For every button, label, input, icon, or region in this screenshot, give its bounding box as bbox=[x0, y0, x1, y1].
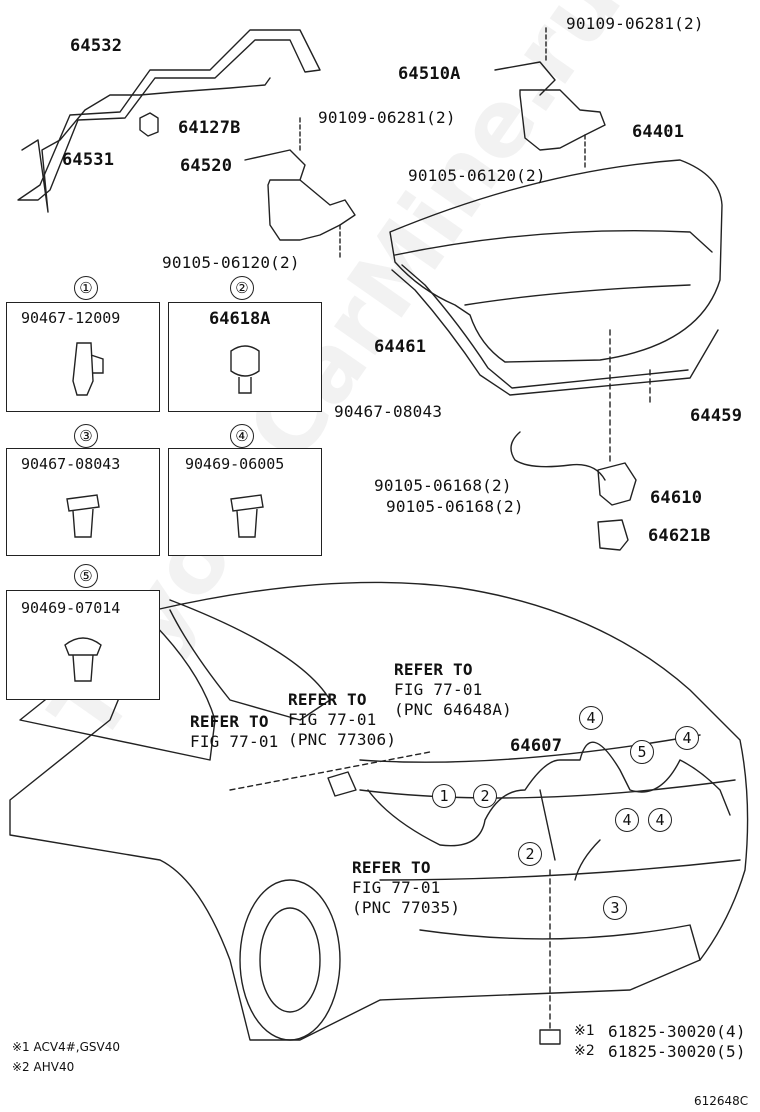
part-label-61825-30020-b[interactable]: 61825-30020(5) bbox=[608, 1042, 746, 1061]
refer-4-line2[interactable]: FIG 77-01 bbox=[352, 878, 441, 897]
detail-part-90467-12009[interactable]: 90467-12009 bbox=[21, 309, 121, 327]
clip-icon bbox=[230, 345, 260, 394]
car-rear-window bbox=[169, 599, 331, 721]
part-label-64127b[interactable]: 64127B bbox=[178, 118, 241, 138]
part-label-90109-06281-mid[interactable]: 90109-06281(2) bbox=[318, 108, 456, 127]
clip-marker-4[interactable]: 4 bbox=[675, 726, 699, 750]
weatherstrip-64461 bbox=[391, 264, 719, 396]
wire-grommet bbox=[539, 1029, 561, 1045]
trunk-lid-64401 bbox=[389, 159, 723, 363]
figure-id: 612648C bbox=[694, 1094, 749, 1108]
part-label-90105-06168-a[interactable]: 90105-06168(2) bbox=[374, 476, 512, 495]
detail-box-3: 90467-08043 bbox=[6, 448, 160, 556]
part-label-64531[interactable]: 64531 bbox=[62, 150, 115, 170]
part-label-64610[interactable]: 64610 bbox=[650, 488, 703, 508]
rod-64532 bbox=[17, 29, 321, 201]
part-label-90105-06168-b[interactable]: 90105-06168(2) bbox=[386, 497, 524, 516]
refer-1-line2[interactable]: FIG 77-01 bbox=[394, 680, 483, 699]
detail-number-2: ② bbox=[230, 276, 254, 300]
clip-marker-2[interactable]: 2 bbox=[473, 784, 497, 808]
part-label-90105-06120-left[interactable]: 90105-06120(2) bbox=[162, 253, 300, 272]
detail-box-1: 90467-12009 bbox=[6, 302, 160, 412]
car-wheel-inner bbox=[259, 907, 321, 1013]
detail-part-90469-07014[interactable]: 90469-07014 bbox=[21, 599, 121, 617]
lock-cable bbox=[510, 431, 606, 481]
wire-harness-64607 bbox=[367, 741, 731, 847]
hinge-64510a bbox=[494, 61, 606, 151]
part-label-64461[interactable]: 64461 bbox=[374, 337, 427, 357]
clip-icon bbox=[66, 494, 100, 538]
detail-part-90469-06005[interactable]: 90469-06005 bbox=[185, 455, 285, 473]
part-label-64607[interactable]: 64607 bbox=[510, 736, 563, 756]
trunk-lid-inner bbox=[394, 229, 713, 306]
mark-1: ※1 bbox=[574, 1023, 596, 1039]
striker-64621b bbox=[597, 519, 629, 551]
detail-box-4: 90469-06005 bbox=[168, 448, 322, 556]
part-label-64401[interactable]: 64401 bbox=[632, 122, 685, 142]
part-label-64459[interactable]: 64459 bbox=[690, 406, 743, 426]
detail-box-5: 90469-07014 bbox=[6, 590, 160, 700]
part-label-64532[interactable]: 64532 bbox=[70, 36, 123, 56]
refer-4-line1[interactable]: REFER TO bbox=[352, 858, 431, 877]
car-bumper bbox=[419, 924, 701, 961]
detail-part-90467-08043[interactable]: 90467-08043 bbox=[21, 455, 121, 473]
clip-icon bbox=[230, 494, 264, 538]
refer-2-line1[interactable]: REFER TO bbox=[288, 690, 367, 709]
clip-marker-5[interactable]: 5 bbox=[630, 740, 654, 764]
refer-2-line2[interactable]: FIG 77-01 bbox=[288, 710, 377, 729]
clip-marker-1[interactable]: 1 bbox=[432, 784, 456, 808]
clip-icon bbox=[72, 342, 104, 396]
clip-marker-2[interactable]: 2 bbox=[518, 842, 542, 866]
detail-number-5: ⑤ bbox=[74, 564, 98, 588]
clip-marker-3[interactable]: 3 bbox=[603, 896, 627, 920]
car-body-outline bbox=[9, 581, 749, 1041]
wire-branch bbox=[539, 789, 601, 881]
part-label-64520[interactable]: 64520 bbox=[180, 156, 233, 176]
refer-1-line1[interactable]: REFER TO bbox=[394, 660, 473, 679]
detail-number-1: ① bbox=[74, 276, 98, 300]
refer-3-line1[interactable]: REFER TO bbox=[190, 712, 269, 731]
detail-box-2: 64618A bbox=[168, 302, 322, 412]
refer-2-line3[interactable]: (PNC 77306) bbox=[288, 730, 397, 749]
rod-64531 bbox=[21, 77, 271, 213]
connector bbox=[327, 771, 357, 797]
part-label-90467-08043[interactable]: 90467-08043 bbox=[334, 402, 443, 421]
clip-marker-4[interactable]: 4 bbox=[615, 808, 639, 832]
lock-64610 bbox=[597, 462, 637, 506]
part-label-61825-30020-a[interactable]: 61825-30020(4) bbox=[608, 1022, 746, 1041]
part-label-90109-06281-top[interactable]: 90109-06281(2) bbox=[566, 14, 704, 33]
car-wheel bbox=[239, 879, 341, 1041]
clip-marker-4[interactable]: 4 bbox=[648, 808, 672, 832]
leader bbox=[229, 751, 431, 791]
clip-64127b bbox=[139, 112, 159, 137]
detail-number-4: ④ bbox=[230, 424, 254, 448]
model-note-2: ※2 AHV40 bbox=[12, 1060, 75, 1074]
clip-marker-4[interactable]: 4 bbox=[579, 706, 603, 730]
part-label-90105-06120-right[interactable]: 90105-06120(2) bbox=[408, 166, 546, 185]
refer-4-line3[interactable]: (PNC 77035) bbox=[352, 898, 461, 917]
mark-2: ※2 bbox=[574, 1043, 596, 1059]
refer-1-line3[interactable]: (PNC 64648A) bbox=[394, 700, 512, 719]
hinge-64520 bbox=[244, 149, 356, 241]
part-label-64621b[interactable]: 64621B bbox=[648, 526, 711, 546]
clip-icon bbox=[64, 637, 102, 682]
model-note-1: ※1 ACV4#,GSV40 bbox=[12, 1040, 120, 1054]
detail-number-3: ③ bbox=[74, 424, 98, 448]
detail-part-64618a[interactable]: 64618A bbox=[209, 309, 271, 329]
refer-3-line2[interactable]: FIG 77-01 bbox=[190, 732, 279, 751]
part-label-64510a[interactable]: 64510A bbox=[398, 64, 461, 84]
